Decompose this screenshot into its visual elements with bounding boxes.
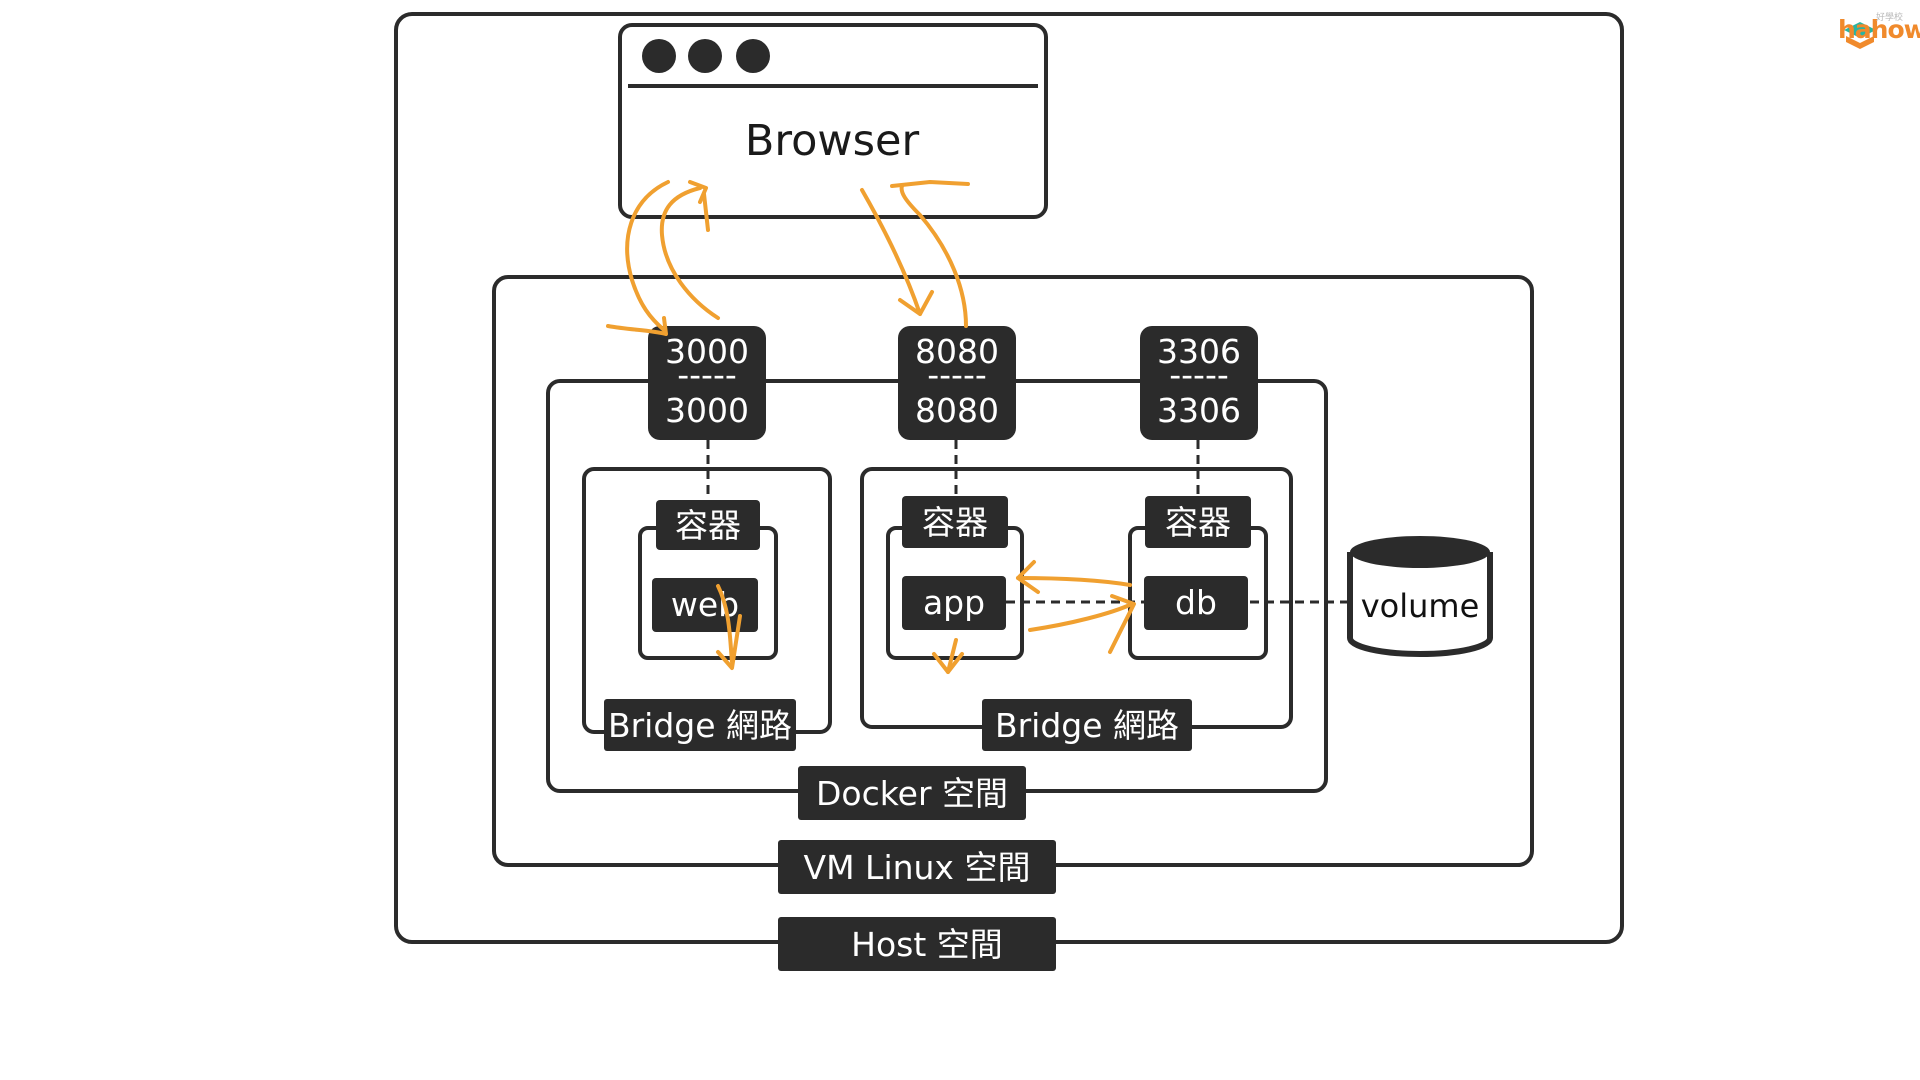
browser-title: Browser <box>745 116 920 166</box>
svg-text:Docker 空間: Docker 空間 <box>816 774 1008 813</box>
flow-arrow-icon <box>1028 602 1134 632</box>
port-host: 3000 <box>665 332 749 371</box>
hahow-logo-subtext: 好學校 <box>1876 13 1904 23</box>
port-host: 8080 <box>915 332 999 371</box>
hahow-logo-text: hahow <box>1838 15 1920 44</box>
container-app: 容器 app <box>886 496 1024 660</box>
window-dot-icon <box>642 39 676 73</box>
window-dot-icon <box>736 39 770 73</box>
volume-cylinder: volume <box>1347 536 1493 657</box>
port-container: 3000 <box>665 391 749 430</box>
container-name: app <box>923 583 985 622</box>
volume-label: volume <box>1361 587 1480 625</box>
svg-text:Bridge 網路: Bridge 網路 <box>995 706 1179 745</box>
window-dot-icon <box>688 39 722 73</box>
docker-space-label: Docker 空間 <box>798 766 1026 820</box>
svg-text:Bridge 網路: Bridge 網路 <box>608 706 792 745</box>
host-space-label: Host 空間 <box>778 917 1056 971</box>
container-web: 容器 web <box>638 500 778 660</box>
request-flow-arrows <box>606 180 1136 674</box>
container-name: db <box>1175 583 1217 622</box>
port-mapping-3306: 3306 ----- 3306 <box>1140 326 1258 440</box>
flow-arrow-icon <box>625 180 670 332</box>
flow-arrow-icon <box>1016 576 1132 587</box>
port-container: 8080 <box>915 391 999 430</box>
container-tag: 容器 <box>675 506 741 545</box>
flow-arrow-icon <box>716 584 734 664</box>
port-mapping-8080: 8080 ----- 8080 <box>898 326 1016 440</box>
port-mapping-3000: 3000 ----- 3000 <box>648 326 766 440</box>
bridge-network-right-label: Bridge 網路 <box>982 699 1192 751</box>
port-host: 3306 <box>1157 332 1241 371</box>
vm-space-label: VM Linux 空間 <box>778 840 1056 894</box>
flow-arrow-icon <box>860 188 922 316</box>
port-container: 3306 <box>1157 391 1241 430</box>
port-separator: ----- <box>927 355 987 394</box>
port-separator: ----- <box>1169 355 1229 394</box>
container-tag: 容器 <box>1165 503 1231 542</box>
svg-text:VM Linux 空間: VM Linux 空間 <box>804 848 1031 887</box>
flow-arrow-icon <box>899 184 968 328</box>
container-db: 容器 db <box>1128 496 1268 660</box>
browser-window: Browser <box>618 23 1048 219</box>
flow-arrow-icon <box>659 186 720 320</box>
hahow-logo-icon <box>1844 22 1876 49</box>
bridge-network-left-label: Bridge 網路 <box>604 699 796 751</box>
container-tag: 容器 <box>922 503 988 542</box>
svg-text:Host 空間: Host 空間 <box>851 925 1003 964</box>
port-separator: ----- <box>677 355 737 394</box>
